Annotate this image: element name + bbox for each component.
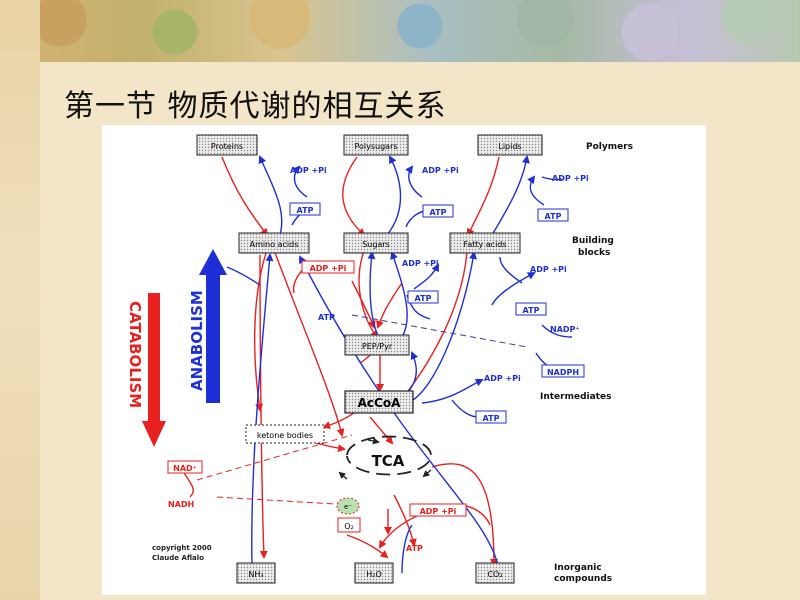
catabolism-indicator: CATABOLISM: [126, 293, 166, 447]
node-fatty-acids: Fatty acids: [449, 232, 521, 254]
level-polymers: Polymers: [586, 142, 633, 152]
node-sugars-label: Sugars: [362, 240, 390, 249]
anabolism-indicator: ANABOLISM: [188, 249, 227, 403]
cofactor-dashed-links: [196, 314, 528, 506]
anabolism-label: ANABOLISM: [188, 290, 206, 391]
node-fatty-acids-label: Fatty acids: [463, 240, 506, 249]
tca-cycle: TCA: [338, 435, 432, 480]
node-amino-acids: Amino acids: [238, 232, 310, 254]
adp-pi-label: ADP +Pi: [290, 166, 327, 175]
node-h2o: H₂O: [354, 562, 394, 584]
node-accoa-label: AcCoA: [358, 396, 401, 410]
level-inorganic: compounds: [554, 574, 612, 584]
node-electron-label: e⁻: [344, 503, 352, 511]
level-intermediates: Intermediates: [540, 392, 611, 402]
decorative-left-strip: [0, 0, 40, 600]
level-building-blocks: blocks: [578, 248, 610, 258]
nadh-label: NADH: [168, 500, 194, 509]
atp-label: ATP: [483, 414, 500, 423]
decorative-banner: [0, 0, 800, 62]
node-nh3-label: NH₃: [248, 570, 263, 579]
node-proteins-label: Proteins: [211, 142, 243, 151]
atp-label: ATP: [318, 313, 335, 322]
copyright: copyright 2000 Claude Aflalo: [152, 544, 212, 562]
adp-pi-label: ADP +Pi: [552, 174, 589, 183]
adp-pi-label: ADP +Pi: [402, 259, 439, 268]
node-proteins: Proteins: [196, 134, 258, 156]
level-labels: Polymers Building blocks Intermediates I…: [540, 142, 633, 584]
node-accoa: AcCoA: [344, 390, 414, 414]
atp-label: ATP: [297, 206, 314, 215]
copyright-line: Claude Aflalo: [152, 554, 204, 562]
node-o2-label: O₂: [344, 522, 354, 531]
copyright-line: copyright 2000: [152, 544, 212, 552]
node-ketone-bodies: ketone bodies: [245, 424, 325, 444]
node-pep-pyr-label: PEP/Pyr: [362, 342, 393, 351]
node-ketone-bodies-label: ketone bodies: [257, 431, 313, 440]
node-nh3: NH₃: [236, 562, 276, 584]
node-lipids-label: Lipids: [498, 142, 521, 151]
adp-pi-label: ADP +Pi: [420, 507, 457, 516]
adp-pi-label: ADP +Pi: [310, 264, 347, 273]
catabolism-label: CATABOLISM: [126, 301, 144, 408]
atp-label: ATP: [523, 306, 540, 315]
node-polysugars-label: Polysugars: [354, 142, 397, 151]
node-co2: CO₂: [475, 562, 515, 584]
atp-label: ATP: [545, 212, 562, 221]
level-building-blocks: Building: [572, 236, 614, 246]
adp-pi-label: ADP +Pi: [422, 166, 459, 175]
nadp-label: NADP⁺: [550, 325, 580, 334]
atp-label: ATP: [415, 294, 432, 303]
adp-pi-label: ADP +Pi: [484, 374, 521, 383]
node-polysugars: Polysugars: [343, 134, 409, 156]
level-inorganic: Inorganic: [554, 563, 602, 573]
metabolism-diagram: TCA Proteins Polysugars Lipids Amino aci…: [102, 125, 706, 595]
node-amino-acids-label: Amino acids: [250, 240, 299, 249]
anabolic-flows: [226, 155, 573, 574]
node-co2-label: CO₂: [487, 570, 502, 579]
node-electron: e⁻: [336, 497, 360, 515]
atp-label: ATP: [430, 208, 447, 217]
tca-label: TCA: [372, 452, 405, 470]
adp-pi-label: ADP +Pi: [530, 265, 567, 274]
atp-label: ATP: [406, 544, 423, 553]
node-sugars: Sugars: [343, 232, 409, 254]
node-o2: O₂: [337, 517, 361, 533]
node-lipids: Lipids: [477, 134, 543, 156]
nadph-label: NADPH: [547, 368, 579, 377]
nad-label: NAD⁺: [173, 464, 197, 473]
node-h2o-label: H₂O: [366, 570, 382, 579]
slide-title: 第一节 物质代谢的相互关系: [64, 89, 447, 124]
node-pep-pyr: PEP/Pyr: [344, 334, 410, 356]
energy-labels: ADP +Pi ATP ADP +Pi ATP ADP +Pi ATP ADP …: [167, 166, 589, 553]
